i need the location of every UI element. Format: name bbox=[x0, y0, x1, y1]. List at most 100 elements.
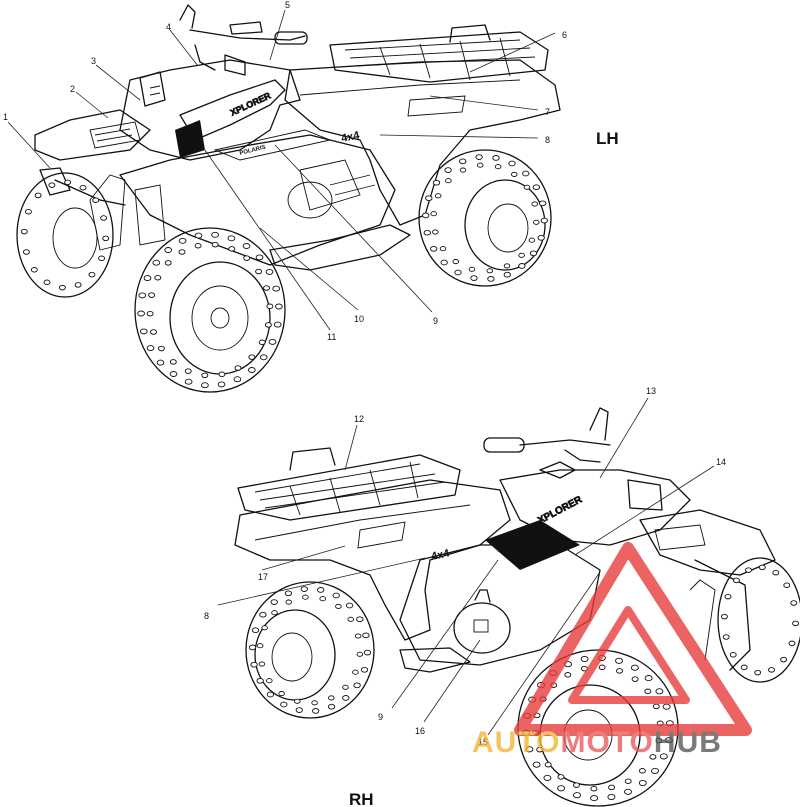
tread-knob bbox=[528, 237, 536, 243]
tread-knob bbox=[740, 664, 748, 671]
tread-knob bbox=[248, 354, 256, 360]
watermark-part-auto: AUTO bbox=[472, 726, 560, 759]
tread-knob bbox=[251, 627, 260, 634]
tread-knob bbox=[264, 322, 272, 328]
tread-knob bbox=[211, 241, 219, 248]
tread-knob bbox=[255, 268, 263, 275]
tread-knob bbox=[342, 695, 350, 701]
tread-knob bbox=[729, 652, 737, 658]
tread-knob bbox=[194, 242, 202, 249]
rh-callouts: 12 13 14 17 8 9 16 15 bbox=[204, 386, 726, 747]
tread-knob bbox=[347, 616, 354, 622]
tread-knob bbox=[543, 774, 552, 781]
tread-knob bbox=[655, 688, 664, 695]
tread-knob bbox=[564, 672, 572, 678]
tread-knob bbox=[422, 212, 430, 219]
tread-knob bbox=[508, 160, 516, 167]
tread-knob bbox=[217, 381, 226, 388]
tread-knob bbox=[24, 208, 32, 215]
tread-knob bbox=[423, 229, 431, 236]
tread-knob bbox=[139, 328, 148, 335]
tread-knob bbox=[511, 171, 518, 177]
tread-knob bbox=[250, 661, 258, 668]
lh-decal-model: XPLORER bbox=[229, 90, 273, 118]
tread-knob bbox=[280, 701, 288, 708]
rh-rear-rack bbox=[237, 447, 461, 521]
lh-callout-6: 6 bbox=[562, 30, 567, 40]
tread-knob bbox=[590, 795, 599, 802]
lh-callout-7: 7 bbox=[545, 107, 550, 117]
tread-knob bbox=[354, 633, 362, 639]
lh-front-fender bbox=[34, 109, 151, 161]
tread-knob bbox=[537, 234, 545, 241]
tread-knob bbox=[452, 259, 459, 265]
tread-knob bbox=[154, 274, 162, 281]
rh-wheel-rear bbox=[245, 581, 375, 719]
tread-knob bbox=[363, 649, 372, 656]
tread-knob bbox=[295, 707, 303, 713]
tread-knob bbox=[332, 592, 340, 599]
tread-knob bbox=[492, 155, 500, 161]
lh-rear-fender bbox=[284, 59, 561, 226]
tread-knob bbox=[439, 246, 447, 252]
tread-knob bbox=[662, 703, 671, 710]
tread-knob bbox=[503, 263, 511, 269]
rh-decal-drive: 4x4 bbox=[430, 547, 451, 563]
tread-knob bbox=[211, 231, 219, 238]
tread-knob bbox=[624, 788, 632, 795]
tread-knob bbox=[557, 785, 566, 792]
tread-knob bbox=[532, 761, 541, 768]
tread-knob bbox=[150, 329, 157, 335]
tread-knob bbox=[607, 793, 616, 801]
tread-knob bbox=[573, 782, 580, 788]
tread-knob bbox=[788, 640, 796, 647]
tread-knob bbox=[156, 359, 165, 366]
tread-knob bbox=[533, 219, 540, 225]
lh-callout-11: 11 bbox=[327, 332, 336, 342]
lh-handlebar bbox=[179, 4, 308, 76]
lh-callouts: 1 2 3 4 5 6 7 8 9 10 11 bbox=[3, 0, 567, 342]
lh-front-bumper bbox=[39, 167, 166, 251]
tread-knob bbox=[758, 564, 766, 571]
tread-knob bbox=[664, 737, 673, 744]
tread-knob bbox=[266, 691, 275, 698]
tread-knob bbox=[146, 310, 154, 317]
tread-knob bbox=[503, 271, 511, 278]
tread-knob bbox=[234, 365, 242, 371]
tread-knob bbox=[432, 229, 439, 235]
lh-callout-3: 3 bbox=[91, 56, 96, 66]
tread-knob bbox=[300, 586, 308, 592]
rh-front-bumper bbox=[694, 559, 751, 671]
tread-knob bbox=[470, 275, 478, 281]
tread-knob bbox=[79, 184, 87, 191]
tread-knob bbox=[272, 285, 281, 292]
tread-knob bbox=[630, 664, 639, 671]
tread-knob bbox=[22, 249, 30, 255]
tread-knob bbox=[302, 594, 309, 600]
tread-knob bbox=[328, 695, 335, 701]
tread-knob bbox=[544, 761, 552, 768]
watermark-text: AUTOMOTOHUB bbox=[472, 726, 722, 759]
tread-knob bbox=[248, 644, 257, 651]
tread-knob bbox=[425, 195, 433, 202]
tread-knob bbox=[258, 661, 266, 667]
rh-callout-12: 12 bbox=[354, 414, 364, 424]
tread-knob bbox=[518, 252, 525, 258]
tread-knob bbox=[201, 372, 209, 379]
tread-knob bbox=[146, 345, 155, 352]
rh-callout-15: 15 bbox=[478, 737, 488, 747]
tread-knob bbox=[780, 656, 788, 663]
tread-knob bbox=[732, 577, 740, 584]
tread-knob bbox=[259, 354, 268, 361]
tread-knob bbox=[273, 321, 282, 328]
lh-wheel-front-near bbox=[134, 227, 286, 393]
tread-knob bbox=[345, 602, 354, 609]
tread-knob bbox=[536, 746, 544, 753]
rh-callout-17: 17 bbox=[258, 572, 268, 582]
rh-callout-13: 13 bbox=[646, 386, 656, 396]
tread-knob bbox=[201, 382, 209, 389]
tread-knob bbox=[100, 215, 108, 221]
tread-knob bbox=[278, 691, 285, 697]
tread-knob bbox=[651, 767, 659, 774]
